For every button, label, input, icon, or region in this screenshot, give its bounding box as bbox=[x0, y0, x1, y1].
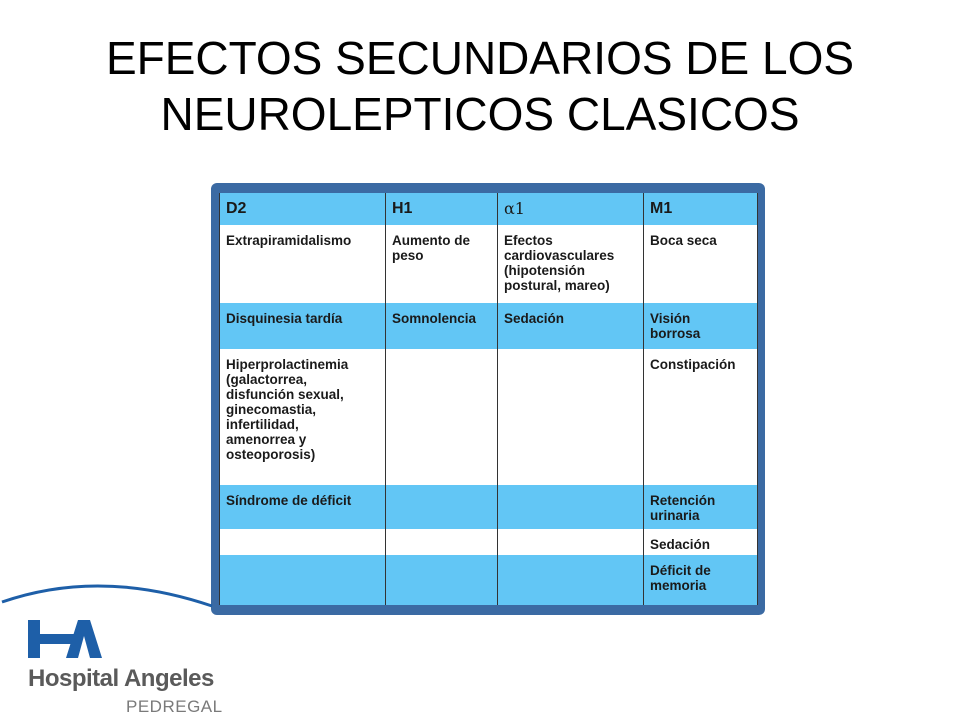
table-row: Extrapiramidalismo Aumento de peso Efect… bbox=[219, 225, 758, 303]
table-cell bbox=[497, 555, 644, 605]
table-row: Déficit de memoria bbox=[219, 555, 758, 605]
table-row: Hiperprolactinemia (galactorrea, disfunc… bbox=[219, 349, 758, 485]
table-header-row: D2 H1 α1 M1 bbox=[219, 193, 758, 225]
title-line-1: EFECTOS SECUNDARIOS DE LOS bbox=[105, 32, 855, 84]
table-cell: Retención urinaria bbox=[643, 485, 758, 529]
table-cell: Hiperprolactinemia (galactorrea, disfunc… bbox=[219, 349, 386, 485]
ha-monogram-icon bbox=[28, 620, 102, 658]
header-alpha1: α1 bbox=[497, 193, 644, 225]
side-effects-table-frame: D2 H1 α1 M1 Extrapiramidalismo Aumento d… bbox=[211, 183, 765, 615]
table-cell bbox=[385, 555, 498, 605]
table-cell bbox=[385, 529, 498, 555]
side-effects-table: D2 H1 α1 M1 Extrapiramidalismo Aumento d… bbox=[219, 193, 758, 605]
table-cell: Efectos cardiovasculares (hipotensión po… bbox=[497, 225, 644, 303]
table-cell: Visión borrosa bbox=[643, 303, 758, 349]
header-h1: H1 bbox=[385, 193, 498, 225]
logo-location: PEDREGAL bbox=[126, 697, 223, 716]
logo-arc-icon bbox=[1, 584, 213, 608]
table-cell bbox=[219, 529, 386, 555]
table-cell: Aumento de peso bbox=[385, 225, 498, 303]
table-row: Síndrome de déficit Retención urinaria bbox=[219, 485, 758, 529]
table-cell: Boca seca bbox=[643, 225, 758, 303]
table-cell: Extrapiramidalismo bbox=[219, 225, 386, 303]
header-d2: D2 bbox=[219, 193, 386, 225]
table-cell: Sedación bbox=[497, 303, 644, 349]
table-cell bbox=[219, 555, 386, 605]
slide-title: EFECTOS SECUNDARIOS DE LOS NEUROLEPTICOS… bbox=[0, 30, 960, 142]
header-alpha1-text: α1 bbox=[504, 199, 525, 218]
table-cell: Somnolencia bbox=[385, 303, 498, 349]
table-cell bbox=[385, 485, 498, 529]
table-row: Sedación bbox=[219, 529, 758, 555]
header-m1: M1 bbox=[643, 193, 758, 225]
table-row: Disquinesia tardía Somnolencia Sedación … bbox=[219, 303, 758, 349]
table-cell bbox=[385, 349, 498, 485]
table-cell bbox=[497, 349, 644, 485]
logo-name: Hospital Angeles bbox=[28, 665, 214, 692]
table-cell: Constipación bbox=[643, 349, 758, 485]
table-cell: Déficit de memoria bbox=[643, 555, 758, 605]
table-cell: Síndrome de déficit bbox=[219, 485, 386, 529]
table-cell: Sedación bbox=[643, 529, 758, 555]
table-cell bbox=[497, 485, 644, 529]
title-line-2: NEUROLEPTICOS CLASICOS bbox=[160, 88, 800, 140]
table-cell bbox=[497, 529, 644, 555]
hospital-logo bbox=[1, 584, 213, 658]
table-cell: Disquinesia tardía bbox=[219, 303, 386, 349]
